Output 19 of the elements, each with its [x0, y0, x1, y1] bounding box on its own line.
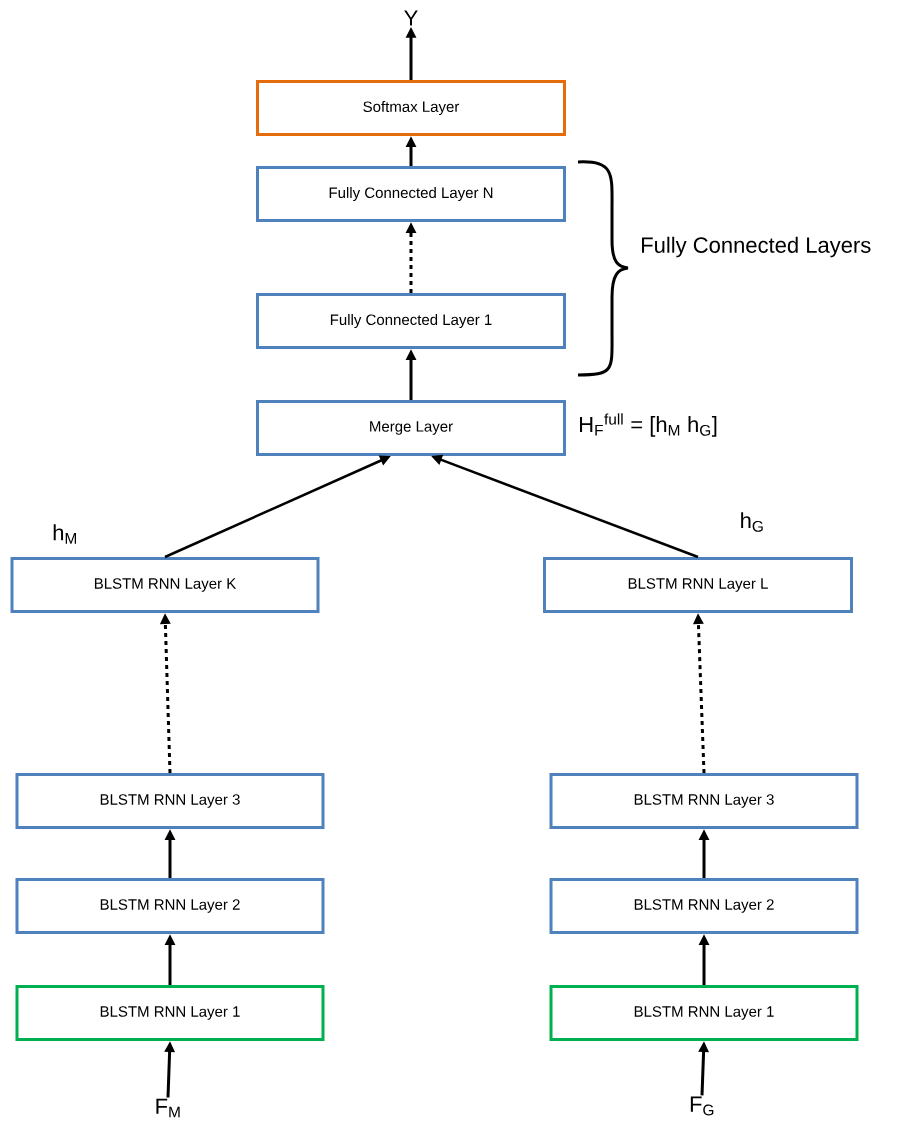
- variable-label: Y: [404, 10, 418, 26]
- layer-box: BLSTM RNN Layer K: [10, 557, 320, 613]
- layer-box: Fully Connected Layer 1: [256, 293, 566, 349]
- layer-box: Softmax Layer: [256, 80, 566, 136]
- layer-box: BLSTM RNN Layer 2: [15, 878, 325, 934]
- layer-box: Fully Connected Layer N: [256, 166, 566, 222]
- variable-label: F$_{G}$: [690, 1096, 714, 1116]
- annotation-label: h$_{G}$: [741, 512, 763, 532]
- variable-label: F$_{M}$: [156, 1098, 180, 1118]
- annotation-label: H$_{F}$$^{full}$ = [h$_{M}$ h$_{G}$]: [580, 413, 717, 437]
- layer-box: BLSTM RNN Layer 2: [549, 878, 859, 934]
- annotation-label: h$_{M}$: [53, 524, 76, 544]
- layer-box: BLSTM RNN Layer 1: [15, 985, 325, 1041]
- layer-box: BLSTM RNN Layer L: [543, 557, 853, 613]
- layer-box: BLSTM RNN Layer 1: [549, 985, 859, 1041]
- layer-box: BLSTM RNN Layer 3: [549, 773, 859, 829]
- group-label: Fully Connected Layers: [642, 236, 871, 258]
- layer-box: Merge Layer: [256, 400, 566, 456]
- layer-box: BLSTM RNN Layer 3: [15, 773, 325, 829]
